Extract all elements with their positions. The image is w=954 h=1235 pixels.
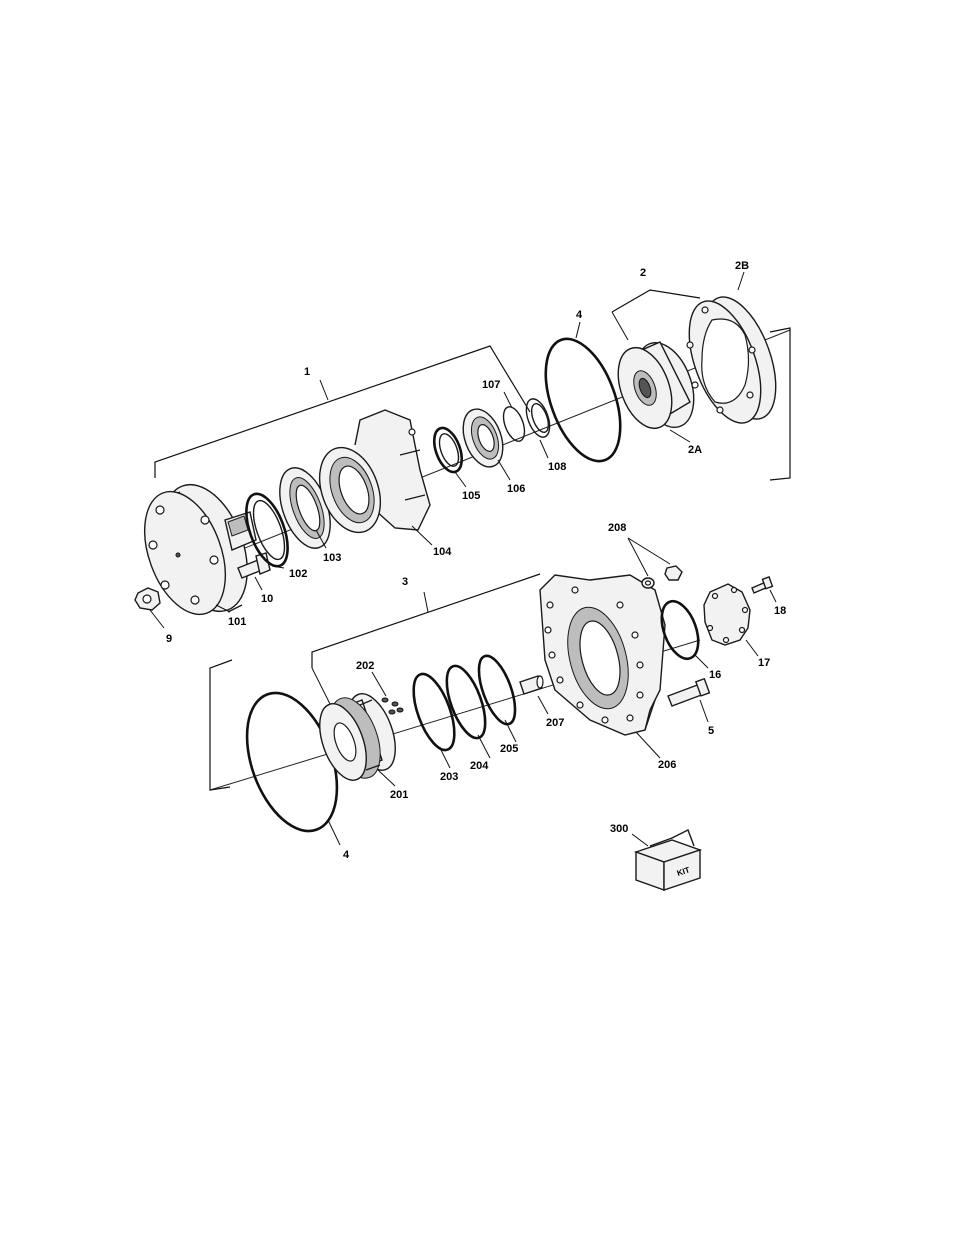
callout-206: 206	[658, 759, 676, 771]
leader-104	[412, 526, 432, 545]
part-5-bolt	[668, 679, 709, 722]
leader-105	[455, 472, 466, 487]
callout-16: 16	[709, 669, 721, 681]
callout-105: 105	[462, 490, 480, 502]
callout-202: 202	[356, 660, 374, 672]
callout-10: 10	[261, 593, 273, 605]
callout-300: 300	[610, 823, 628, 835]
part-106-bearing	[456, 404, 510, 473]
callout-4-upper: 4	[576, 309, 583, 321]
part-206-housing	[540, 575, 665, 758]
callout-108: 108	[548, 461, 566, 473]
callout-101: 101	[228, 616, 246, 628]
callout-106: 106	[507, 483, 525, 495]
part-204-ring	[439, 661, 493, 758]
leader-10	[255, 577, 262, 590]
leader-106	[498, 460, 510, 480]
part-105-ring	[429, 424, 467, 475]
callout-2A: 2A	[688, 444, 702, 456]
bracket-assembly-2	[612, 290, 700, 312]
part-201-piston	[311, 688, 405, 787]
callout-2B: 2B	[735, 260, 749, 272]
callout-17: 17	[758, 657, 770, 669]
part-300-kit-box: KIT	[632, 830, 700, 890]
leader-2B	[738, 272, 744, 290]
leader-9	[150, 610, 164, 628]
callout-205: 205	[500, 743, 518, 755]
part-203-ring	[405, 669, 462, 768]
leader-2A	[670, 430, 690, 442]
part-9-nut	[135, 588, 160, 610]
part-17-plate	[704, 584, 758, 656]
part-4-oring-upper	[531, 329, 635, 471]
callout-107: 107	[482, 379, 500, 391]
part-107-snap-ring	[499, 404, 528, 444]
callout-207: 207	[546, 717, 564, 729]
leader-108	[540, 440, 548, 458]
callout-204: 204	[470, 760, 489, 772]
lower-assembly: KIT	[210, 538, 776, 890]
leader-3	[424, 592, 428, 612]
callout-9: 9	[166, 633, 172, 645]
part-207-pin	[520, 676, 548, 714]
leader-3a	[312, 668, 330, 704]
callout-103: 103	[323, 552, 341, 564]
callout-4-lower: 4	[343, 849, 350, 861]
callout-18: 18	[774, 605, 786, 617]
callout-3: 3	[402, 576, 408, 588]
leader-2	[612, 312, 628, 340]
leader-107	[504, 392, 512, 408]
callout-1: 1	[304, 366, 310, 378]
callout-2: 2	[640, 267, 646, 279]
leader-4-upper	[576, 322, 580, 338]
callout-5: 5	[708, 725, 714, 737]
leader-1	[320, 380, 328, 400]
part-18-bolt	[752, 577, 776, 602]
bracket-left-lower	[210, 660, 232, 790]
bracket-assembly-3	[312, 574, 540, 668]
callout-102: 102	[289, 568, 307, 580]
callout-203: 203	[440, 771, 458, 783]
callout-208: 208	[608, 522, 626, 534]
callout-201: 201	[390, 789, 408, 801]
callout-104: 104	[433, 546, 452, 558]
